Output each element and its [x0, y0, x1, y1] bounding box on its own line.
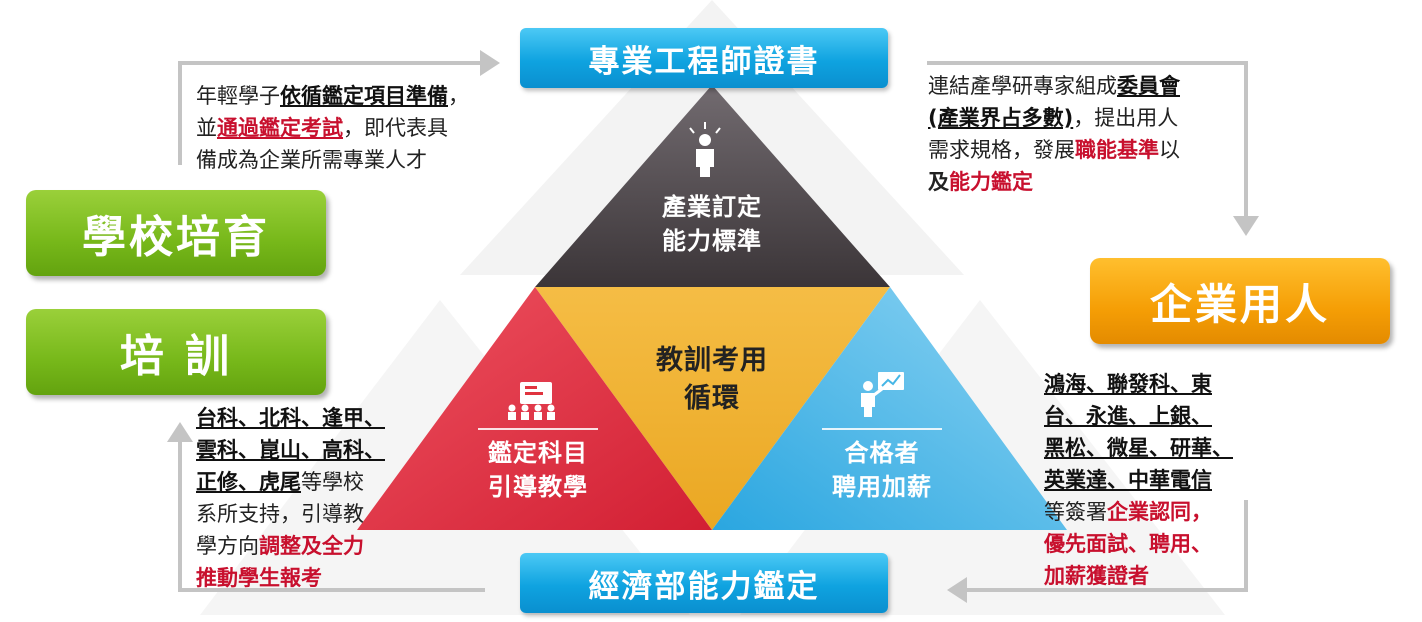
triangle-right-blue — [712, 287, 1067, 530]
note-bl-line1: 台科、北科、逢甲、 — [196, 406, 385, 430]
note-br-red-emphasis: 企業認同 — [1107, 500, 1191, 524]
arrow-right-to-bottom — [965, 500, 1248, 592]
note-tr-line3: 需求規格，發展職能基準以 — [928, 134, 1180, 166]
arrowhead-left — [167, 422, 193, 442]
top-triangle-line1: 產業訂定 — [662, 193, 762, 221]
note-bl-line3: 正修、虎尾等學校 — [196, 466, 385, 498]
note-tl-line1: 年輕學子依循鑑定項目準備， — [196, 80, 469, 112]
note-bl-text: 學方向 — [196, 534, 259, 558]
note-br-line1: 鴻海、聯發科、東 — [1044, 372, 1212, 396]
note-tr-text: 需求規格，發展 — [928, 138, 1075, 162]
note-tl-text: ，即代表具 — [343, 116, 448, 140]
note-top-left: 年輕學子依循鑑定項目準備， 並通過鑑定考試，即代表具 備成為企業所需專業人才 — [196, 80, 469, 176]
note-tr-text: 及 — [928, 170, 949, 194]
left-triangle-line2: 引導教學 — [488, 473, 588, 501]
note-tl-red-emphasis: 通過鑑定考試 — [217, 116, 343, 140]
center-triangle-line1: 教訓考用 — [656, 345, 768, 376]
arrowhead-right — [1233, 216, 1259, 236]
note-bl-line4: 系所支持，引導教 — [196, 502, 364, 526]
note-tr-line4: 及能力鑑定 — [928, 166, 1180, 198]
top-triangle-label: 產業訂定 能力標準 — [622, 190, 802, 258]
note-br-comma: ， — [1191, 500, 1212, 524]
note-tl-line2: 並通過鑑定考試，即代表具 — [196, 112, 469, 144]
arrow-left-to-top — [178, 61, 482, 165]
divider-left-triangle — [478, 428, 598, 430]
note-tr-line1: 連結產學研專家組成委員會 — [928, 70, 1180, 102]
note-bl-line6: 推動學生報考 — [196, 566, 322, 590]
assessment-box: 經濟部能力鑑定 — [520, 553, 888, 613]
center-triangle-label: 教訓考用 循環 — [622, 342, 802, 418]
note-tl-comma: ， — [448, 84, 469, 108]
note-tl-emphasis: 依循鑑定項目準備 — [280, 84, 448, 108]
arrowhead-bottom — [947, 577, 967, 603]
enterprise-employment-box: 企業用人 — [1090, 258, 1390, 344]
note-br-line7: 加薪獲證者 — [1044, 564, 1149, 588]
note-tr-text: ，提出用人 — [1073, 106, 1179, 130]
triangle-left-red — [357, 287, 712, 530]
note-bottom-right: 鴻海、聯發科、東 台、永進、上銀、 黑松、微星、研華、 英業達、中華電信 等簽署… — [1044, 368, 1233, 592]
left-triangle-line1: 鑑定科目 — [488, 439, 588, 467]
center-triangle-line2: 循環 — [684, 383, 740, 414]
triangle-top-dark — [535, 85, 890, 287]
note-bl-line2: 雲科、崑山、高科、 — [196, 438, 385, 462]
note-tr-red-emphasis: 職能基準 — [1075, 138, 1159, 162]
note-tl-text: 並 — [196, 116, 217, 140]
note-br-line4: 英業達、中華電信 — [1044, 468, 1212, 492]
note-tr-text: 以 — [1159, 138, 1180, 162]
note-bottom-left: 台科、北科、逢甲、 雲科、崑山、高科、 正修、虎尾等學校 系所支持，引導教 學方… — [196, 402, 385, 594]
note-tl-text: 年輕學子 — [196, 84, 280, 108]
note-tr-emphasis: (產業界占多數) — [928, 106, 1074, 130]
certificate-box: 專業工程師證書 — [520, 28, 888, 88]
note-tl-line3: 備成為企業所需專業人才 — [196, 148, 427, 172]
person-idea-icon — [689, 122, 721, 177]
triangle-center-yellow — [535, 287, 890, 530]
note-bl-red-emphasis: 調整及全力 — [259, 534, 364, 558]
divider-right-triangle — [822, 428, 942, 430]
training-box: 培 訓 — [26, 309, 326, 395]
arrowhead-top — [480, 50, 500, 76]
note-bl-line5: 學方向調整及全力 — [196, 530, 385, 562]
note-bl-emphasis: 正修、虎尾 — [196, 470, 301, 494]
note-br-line6: 優先面試、聘用、 — [1044, 532, 1212, 556]
note-br-line5: 等簽署企業認同， — [1044, 496, 1233, 528]
left-triangle-label: 鑑定科目 引導教學 — [448, 436, 628, 504]
note-bl-text: 等學校 — [301, 470, 364, 494]
presenter-chart-icon — [861, 372, 904, 417]
right-triangle-line2: 聘用加薪 — [832, 473, 932, 501]
arrow-bottom-to-left — [178, 440, 485, 592]
note-br-line3: 黑松、微星、研華、 — [1044, 436, 1233, 460]
note-br-line2: 台、永進、上銀、 — [1044, 404, 1212, 428]
note-tr-red-emphasis: 能力鑑定 — [949, 170, 1033, 194]
top-triangle-line2: 能力標準 — [662, 227, 762, 255]
right-triangle-line1: 合格者 — [844, 439, 920, 467]
note-br-text: 等簽署 — [1044, 500, 1107, 524]
classroom-icon — [508, 382, 555, 420]
note-tr-text: 連結產學研專家組成 — [928, 74, 1117, 98]
note-tr-line2: (產業界占多數)，提出用人 — [928, 102, 1180, 134]
right-triangle-label: 合格者 聘用加薪 — [792, 436, 972, 504]
school-training-box: 學校培育 — [26, 190, 326, 276]
note-tr-emphasis: 委員會 — [1117, 74, 1180, 98]
arrow-top-to-right — [927, 61, 1248, 218]
note-top-right: 連結產學研專家組成委員會 (產業界占多數)，提出用人 需求規格，發展職能基準以 … — [928, 70, 1180, 198]
